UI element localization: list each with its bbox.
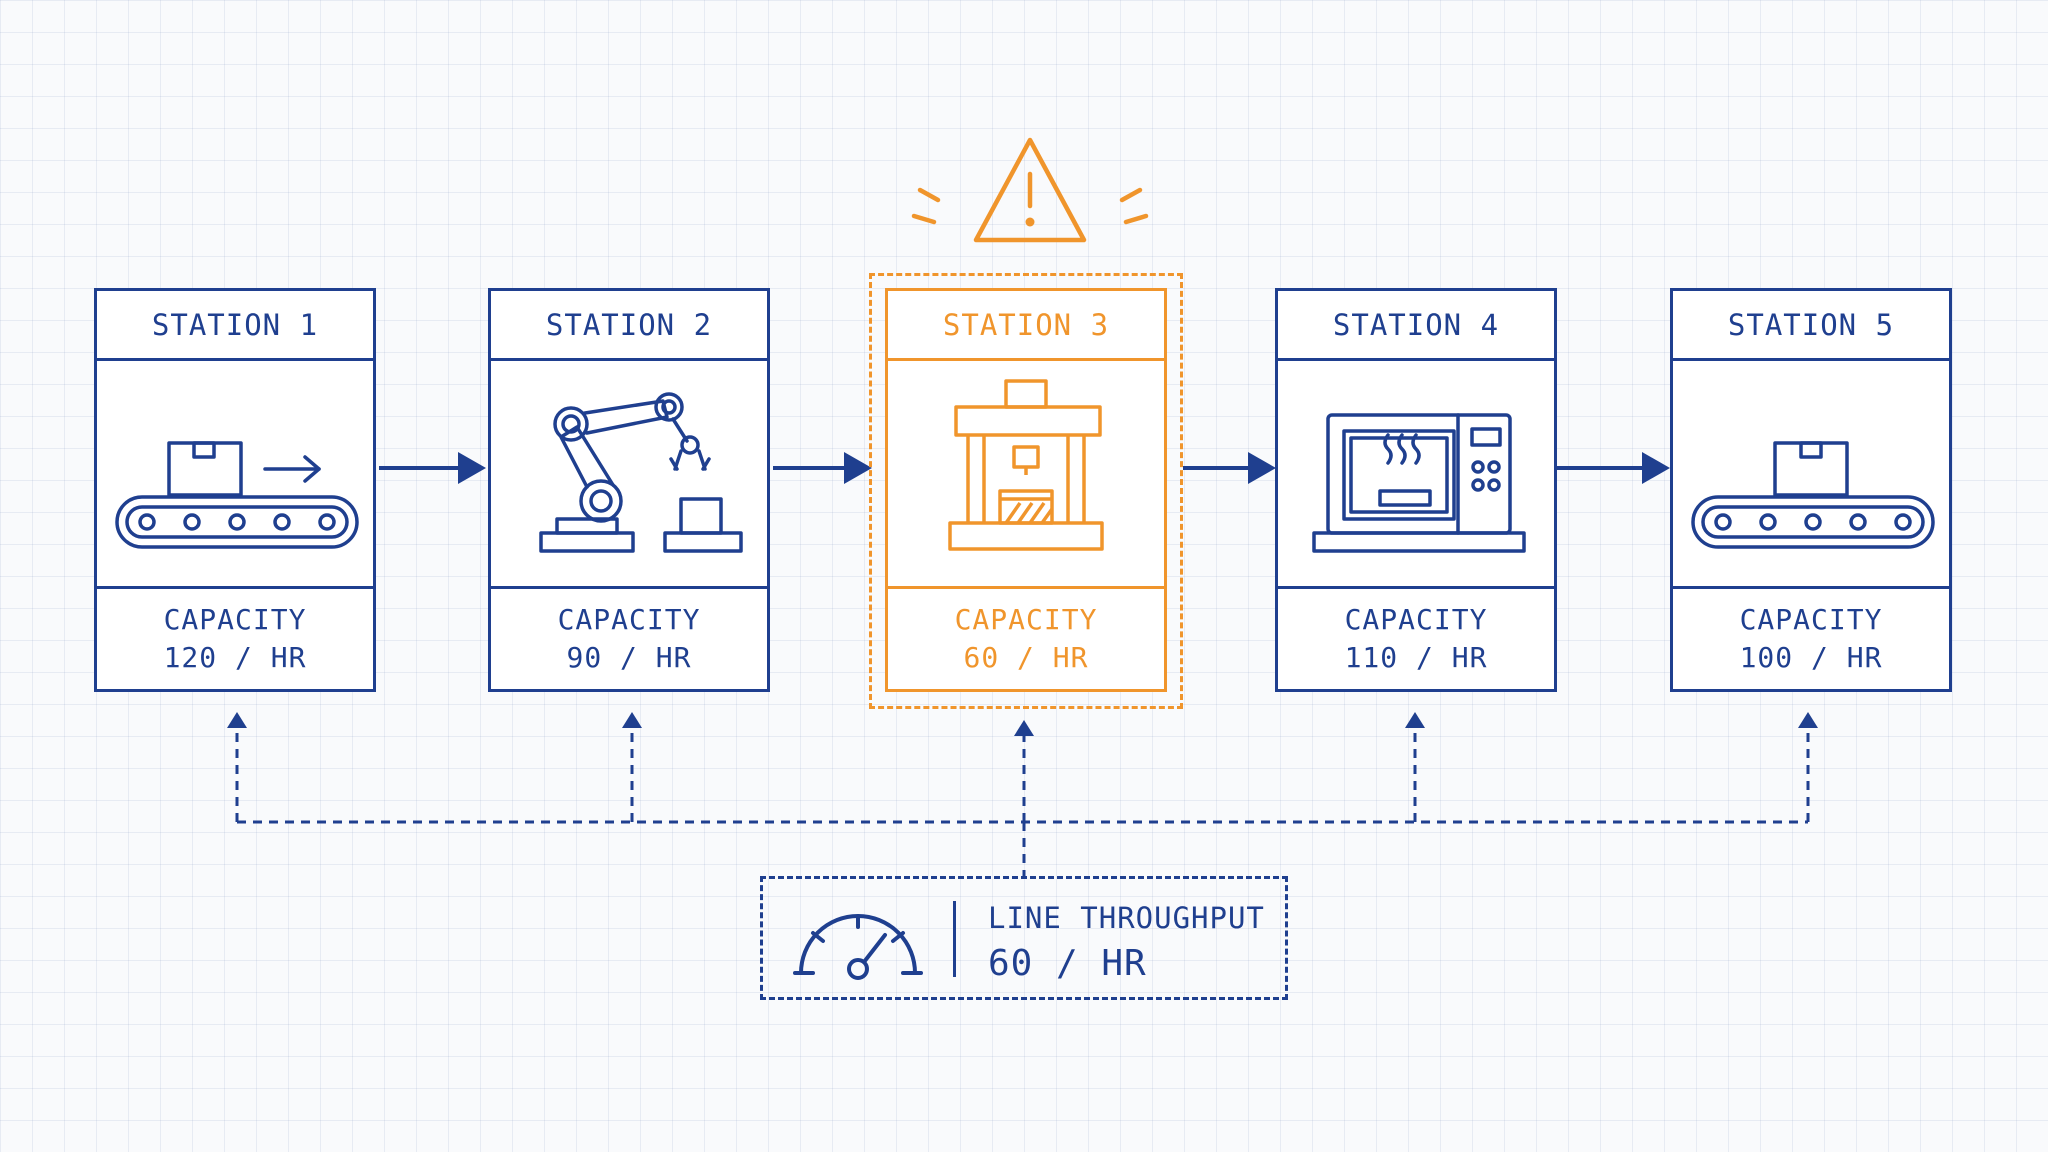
line-throughput-panel: LINE THROUGHPUT 60 / HR	[760, 876, 1288, 1000]
conveyor-belt-icon	[115, 441, 359, 549]
flow-arrow-4-5	[1556, 452, 1670, 484]
oven-icon	[1312, 413, 1526, 553]
feedback-arrowheads	[227, 712, 1818, 736]
hydraulic-press-icon	[948, 379, 1104, 551]
capacity-value: 100 / HR	[1739, 641, 1883, 674]
station-icon-panel	[1278, 361, 1554, 589]
station-title: STATION 5	[1673, 291, 1949, 361]
capacity-value: 60 / HR	[963, 641, 1089, 674]
station-capacity: CAPACITY 100 / HR	[1673, 589, 1949, 689]
capacity-value: 120 / HR	[163, 641, 307, 674]
station-icon-panel	[491, 361, 767, 589]
capacity-value: 90 / HR	[566, 641, 692, 674]
warning-triangle-icon	[911, 137, 1149, 243]
throughput-value: 60 / HR	[988, 943, 1147, 984]
station-icon-panel	[97, 361, 373, 589]
station-3-card[interactable]: STATION 3 CAPACITY 60 /	[885, 288, 1167, 692]
station-2-card[interactable]: STATION 2 CAPACITY	[488, 288, 770, 692]
station-capacity: CAPACITY 60 / HR	[888, 589, 1164, 689]
station-capacity: CAPACITY 110 / HR	[1278, 589, 1554, 689]
flow-arrow-2-3	[773, 452, 872, 484]
throughput-divider	[953, 901, 956, 977]
bottleneck-highlight	[869, 273, 1183, 709]
station-title: STATION 3	[888, 291, 1164, 361]
station-icon-panel	[1673, 361, 1949, 589]
flow-arrow-3-4	[1183, 452, 1276, 484]
station-5-card[interactable]: STATION 5 CAPACITY 100 / HR	[1670, 288, 1952, 692]
station-title: STATION 2	[491, 291, 767, 361]
capacity-label: CAPACITY	[1344, 603, 1488, 636]
station-1-card[interactable]: STATION 1 CAPACITY 120 / HR	[94, 288, 376, 692]
station-title: STATION 4	[1278, 291, 1554, 361]
capacity-value: 110 / HR	[1344, 641, 1488, 674]
station-capacity: CAPACITY 120 / HR	[97, 589, 373, 689]
flow-arrow-1-2	[379, 452, 486, 484]
station-title: STATION 1	[97, 291, 373, 361]
conveyor-belt-icon	[1691, 441, 1935, 549]
capacity-label: CAPACITY	[557, 603, 701, 636]
station-4-card[interactable]: STATION 4 CAPACITY 110 / HR	[1275, 288, 1557, 692]
gauge-icon	[793, 914, 923, 980]
capacity-label: CAPACITY	[954, 603, 1098, 636]
capacity-label: CAPACITY	[1739, 603, 1883, 636]
station-capacity: CAPACITY 90 / HR	[491, 589, 767, 689]
station-icon-panel	[888, 361, 1164, 589]
feedback-bus	[235, 728, 1810, 876]
capacity-label: CAPACITY	[163, 603, 307, 636]
robotic-arm-icon	[539, 392, 743, 553]
throughput-label: LINE THROUGHPUT	[988, 901, 1265, 935]
